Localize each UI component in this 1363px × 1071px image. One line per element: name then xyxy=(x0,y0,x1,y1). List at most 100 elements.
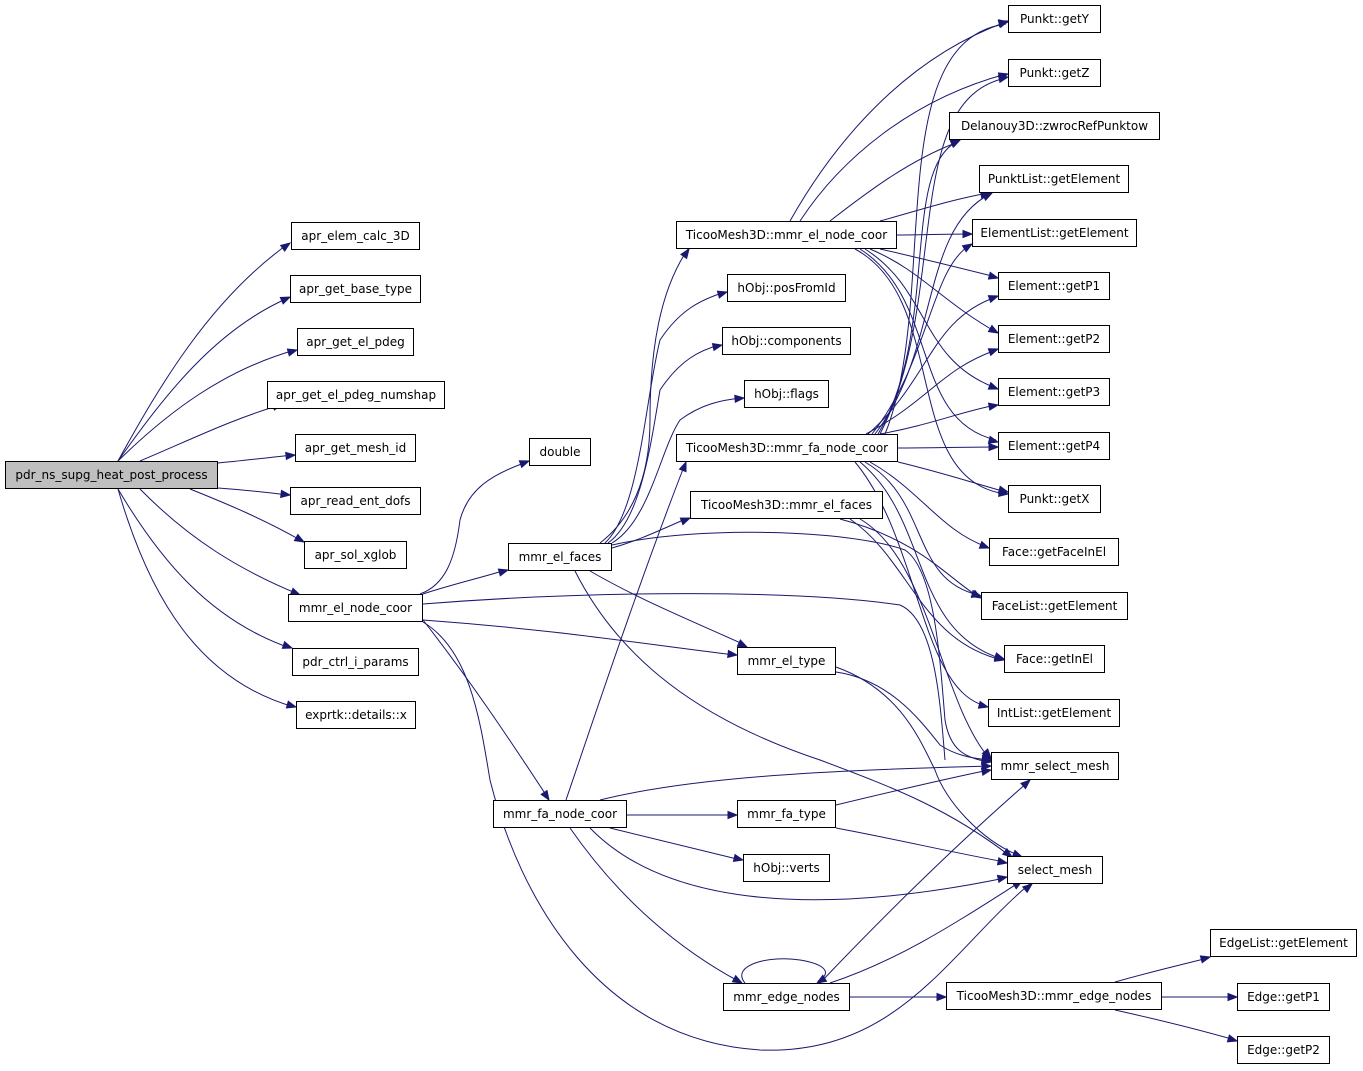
edge-root-apr-get-mesh-id-arrowhead xyxy=(285,451,297,461)
node-element-getp2[interactable]: Element::getP2 xyxy=(998,325,1110,353)
edge-mmr-el-node-coor-mmr-fa-node-coor-arrowhead xyxy=(540,789,550,802)
edge-mmr-el-faces-mmr-el-type-arrowhead xyxy=(736,639,749,648)
edge-mmr-fa-type-select-mesh xyxy=(835,827,1006,863)
node-apr-get-el-pdeg-numshap[interactable]: apr_get_el_pdeg_numshap xyxy=(267,381,445,409)
edge-root-apr-get-el-pdeg-arrowhead xyxy=(286,348,299,357)
node-mmr-edge-nodes[interactable]: mmr_edge_nodes xyxy=(723,983,850,1011)
edge-mmr-edge-nodes-mmr-select-mesh xyxy=(819,781,1029,984)
node-face-getfaceinel[interactable]: Face::getFaceInEl xyxy=(989,538,1119,566)
edge-tm-el-faces-mmr-select-mesh-arrowhead xyxy=(981,748,992,760)
edge-tm-fa-node-coor-element-getp4 xyxy=(897,446,997,449)
edge-tm-fa-node-coor-element-getp1 xyxy=(867,296,997,435)
node-pdr-ns-supg-heat-post-process: pdr_ns_supg_heat_post_process xyxy=(5,461,218,489)
node-select-mesh[interactable]: select_mesh xyxy=(1007,856,1103,884)
node-edgelist-getelement[interactable]: EdgeList::getElement xyxy=(1210,929,1357,957)
edge-mmr-el-faces-hobj-flags-arrowhead xyxy=(734,394,746,404)
edge-tm-el-node-coor-punkt-gety xyxy=(789,21,1007,222)
edge-root-apr-sol-xglob xyxy=(189,488,303,542)
edge-mmr-el-node-coor-select-mesh xyxy=(422,621,1033,1051)
edge-mmr-fa-node-coor-mmr-fa-type-arrowhead xyxy=(727,810,739,820)
node-ticoomesh3d-mmr-edge-nodes[interactable]: TicooMesh3D::mmr_edge_nodes xyxy=(946,982,1162,1010)
edge-mmr-fa-node-coor-hobj-verts xyxy=(609,827,742,861)
node-apr-get-base-type[interactable]: apr_get_base_type xyxy=(290,275,421,303)
node-apr-get-mesh-id[interactable]: apr_get_mesh_id xyxy=(295,434,416,462)
edge-tm-fa-node-coor-punktlist-arrowhead xyxy=(981,192,994,202)
edge-mmr-fa-node-coor-mmr-edge-nodes-arrowhead xyxy=(731,974,744,984)
edge-root-exprtk-x xyxy=(117,488,295,708)
edge-mmr-el-node-coor-double xyxy=(419,461,528,595)
node-punkt-getz[interactable]: Punkt::getZ xyxy=(1008,59,1101,87)
node-element-getp1[interactable]: Element::getP1 xyxy=(998,272,1110,300)
edge-mmr-fa-node-coor-mmr-select-mesh xyxy=(599,765,990,801)
edge-mmr-el-node-coor-mmr-select-mesh xyxy=(422,593,946,761)
edge-root-pdr-ctrl-i-params xyxy=(117,488,291,649)
node-edge-getp2[interactable]: Edge::getP2 xyxy=(1237,1036,1330,1064)
edge-mmr-fa-node-coor-tm-fa-node-coor-arrowhead xyxy=(678,460,687,473)
node-hobj-posfromid[interactable]: hObj::posFromId xyxy=(727,274,846,302)
node-mmr-fa-node-coor[interactable]: mmr_fa_node_coor xyxy=(493,800,627,828)
node-exprtk-details-x[interactable]: exprtk::details::x xyxy=(296,701,416,729)
node-ticoomesh3d-mmr-fa-node-coor[interactable]: TicooMesh3D::mmr_fa_node_coor xyxy=(676,434,898,462)
node-punkt-gety[interactable]: Punkt::getY xyxy=(1008,5,1101,33)
edge-tm-el-node-coor-element-getp2 xyxy=(869,248,997,333)
node-apr-sol-xglob[interactable]: apr_sol_xglob xyxy=(304,541,407,569)
edge-root-apr-get-el-pdeg-numshap xyxy=(139,404,281,462)
edge-mmr-el-type-mmr-select-mesh xyxy=(835,671,990,761)
edge-root-apr-elem-calc-3d xyxy=(117,243,289,462)
node-delanouy3d-zwrocrefpunktow[interactable]: Delanouy3D::zwrocRefPunktow xyxy=(949,112,1160,140)
node-intlist-getelement[interactable]: IntList::getElement xyxy=(988,699,1120,727)
edge-mmr-edge-nodes-tm-edge-nodes-arrowhead xyxy=(936,992,948,1002)
node-punkt-getx[interactable]: Punkt::getX xyxy=(1008,485,1101,513)
edge-mmr-el-faces-tm-el-node-coor-arrowhead xyxy=(680,247,690,260)
node-apr-elem-calc-3d[interactable]: apr_elem_calc_3D xyxy=(291,222,420,250)
edge-tm-el-faces-facelist xyxy=(839,518,980,598)
node-elementlist-getelement[interactable]: ElementList::getElement xyxy=(972,219,1137,247)
node-facelist-getelement[interactable]: FaceList::getElement xyxy=(981,592,1128,620)
edge-mmr-el-faces-hobj-components-arrowhead xyxy=(711,342,724,352)
edge-tm-edge-nodes-edge-getp2-arrowhead xyxy=(1226,1034,1239,1043)
edge-tm-fa-node-coor-elementlist xyxy=(871,244,971,435)
edge-root-apr-sol-xglob-arrowhead xyxy=(293,533,306,543)
edge-mmr-el-node-coor-mmr-el-type xyxy=(422,619,736,656)
node-ticoomesh3d-mmr-el-faces[interactable]: TicooMesh3D::mmr_el_faces xyxy=(690,491,883,519)
edge-mmr-el-faces-tm-el-node-coor xyxy=(599,248,689,544)
node-apr-read-ent-dofs[interactable]: apr_read_ent_dofs xyxy=(290,487,421,515)
node-double[interactable]: double xyxy=(529,438,591,466)
node-face-getinel[interactable]: Face::getInEl xyxy=(1004,645,1105,673)
edge-mmr-fa-node-coor-mmr-select-mesh-arrowhead xyxy=(981,762,993,771)
node-punktlist-getelement[interactable]: PunktList::getElement xyxy=(979,165,1129,193)
node-apr-get-el-pdeg[interactable]: apr_get_el_pdeg xyxy=(297,328,414,356)
node-mmr-el-node-coor[interactable]: mmr_el_node_coor xyxy=(288,594,423,622)
node-hobj-verts[interactable]: hObj::verts xyxy=(743,854,830,882)
node-element-getp4[interactable]: Element::getP4 xyxy=(998,432,1110,460)
node-pdr-ctrl-i-params[interactable]: pdr_ctrl_i_params xyxy=(292,648,419,676)
edge-tm-fa-node-coor-punkt-getz xyxy=(879,77,1007,435)
edge-mmr-fa-node-coor-select-mesh-arrowhead xyxy=(996,874,1009,884)
edge-mmr-el-node-coor-mmr-el-faces xyxy=(422,569,507,595)
node-hobj-components[interactable]: hObj::components xyxy=(722,327,851,355)
edge-mmr-el-faces-hobj-posfromid xyxy=(604,291,726,544)
edge-tm-el-faces-face-getinel-arrowhead xyxy=(993,653,1006,662)
edge-mmr-edge-nodes-self xyxy=(741,958,826,984)
node-edge-getp1[interactable]: Edge::getP1 xyxy=(1237,983,1330,1011)
edge-mmr-fa-node-coor-hobj-verts-arrowhead xyxy=(732,853,745,862)
node-mmr-el-faces[interactable]: mmr_el_faces xyxy=(508,543,612,571)
edge-tm-fa-node-coor-punkt-gety xyxy=(884,23,1007,435)
edge-mmr-el-faces-mmr-select-mesh xyxy=(611,531,990,763)
edge-mmr-el-faces-tm-el-faces-arrowhead xyxy=(679,517,692,526)
edge-mmr-fa-type-mmr-select-mesh xyxy=(835,769,990,806)
edge-tm-fa-node-coor-element-getp3-arrowhead xyxy=(987,402,1000,411)
node-element-getp3[interactable]: Element::getP3 xyxy=(998,378,1110,406)
edge-root-apr-get-mesh-id xyxy=(217,454,294,464)
edge-mmr-el-node-coor-select-mesh-arrowhead xyxy=(1021,883,1034,894)
node-mmr-fa-type[interactable]: mmr_fa_type xyxy=(737,800,836,828)
edge-mmr-el-faces-hobj-posfromid-arrowhead xyxy=(716,290,729,299)
edge-tm-fa-node-coor-element-getp1-arrowhead xyxy=(987,295,1000,304)
edge-mmr-edge-nodes-select-mesh xyxy=(829,881,1021,984)
node-mmr-el-type[interactable]: mmr_el_type xyxy=(737,647,836,675)
node-mmr-select-mesh[interactable]: mmr_select_mesh xyxy=(991,752,1119,780)
edge-tm-edge-nodes-edgelist xyxy=(1114,957,1209,983)
edge-tm-el-node-coor-delanouy xyxy=(829,141,959,222)
node-hobj-flags[interactable]: hObj::flags xyxy=(744,380,829,408)
node-ticoomesh3d-mmr-el-node-coor[interactable]: TicooMesh3D::mmr_el_node_coor xyxy=(676,221,897,249)
